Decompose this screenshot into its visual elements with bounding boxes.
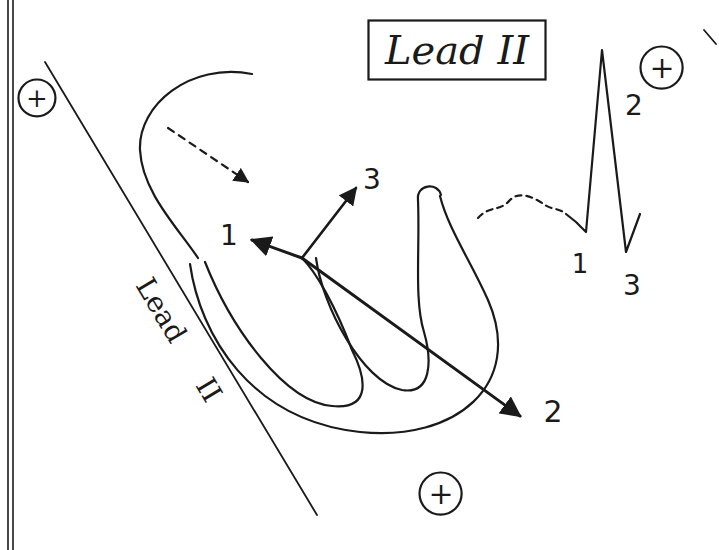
callout-number: 3	[623, 272, 641, 300]
callout-number: 1	[220, 222, 238, 250]
callout-number: 1	[572, 251, 589, 277]
callout-number: 2	[625, 92, 643, 120]
plus-circle: +	[418, 471, 463, 516]
circle-outline	[420, 473, 462, 515]
title-box: Lead II	[367, 19, 547, 81]
callout-number: 2	[543, 397, 562, 427]
plus-circle: +	[639, 45, 684, 90]
box-outline	[368, 21, 545, 80]
circle-outline	[641, 47, 683, 89]
circle-outline	[19, 80, 56, 117]
lead-title: Lead II	[385, 30, 529, 70]
plus-circle: +	[17, 78, 57, 118]
plus-sign: +	[649, 53, 674, 83]
plus-sign: +	[26, 85, 48, 111]
plus-sign: +	[428, 479, 453, 509]
callout-number: 3	[363, 166, 381, 194]
